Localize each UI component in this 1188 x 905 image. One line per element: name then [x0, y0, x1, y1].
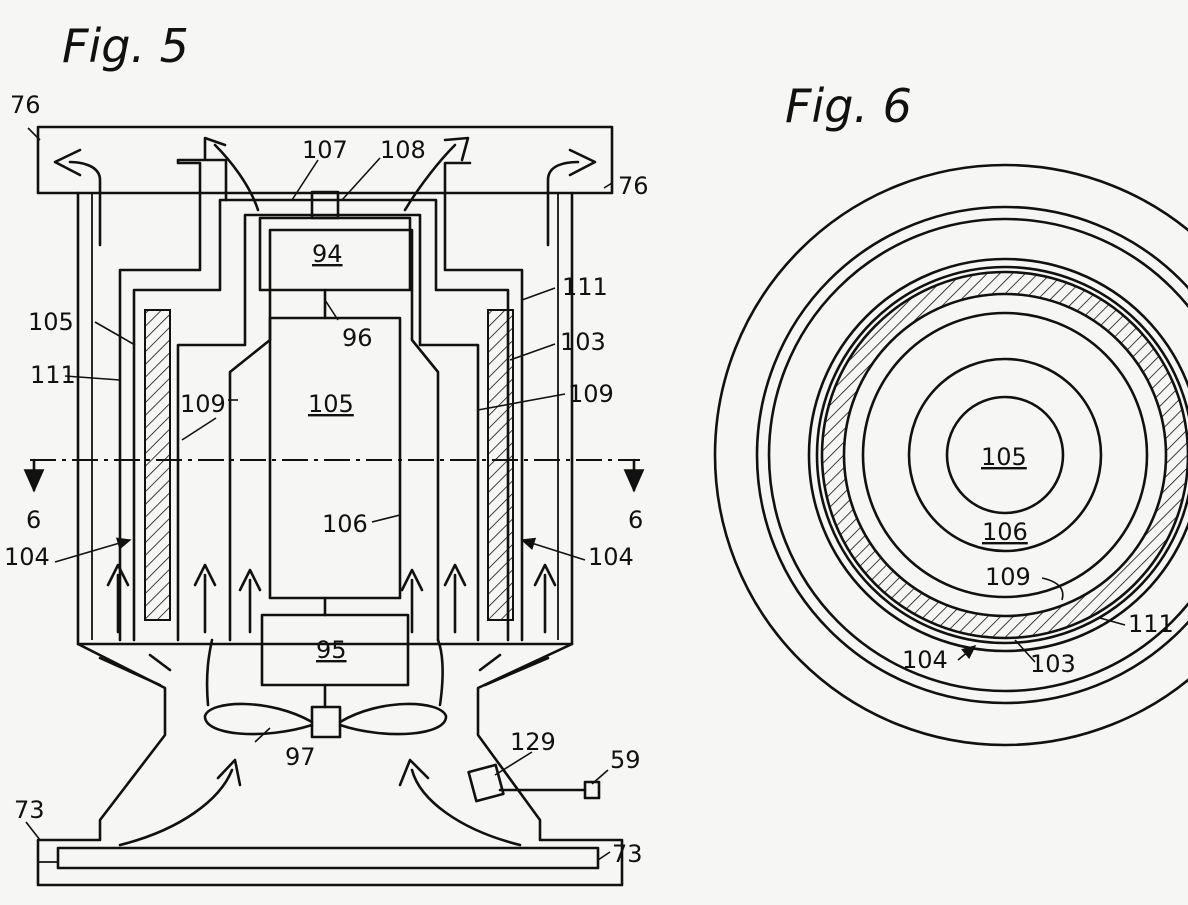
label-104-left: 104 — [4, 543, 50, 571]
label-106: 106 — [322, 510, 368, 538]
fig6-title: Fig. 6 — [785, 79, 912, 133]
heating-element-left — [144, 309, 171, 621]
label-76-left: 76 — [10, 91, 41, 119]
label-108: 108 — [380, 136, 426, 164]
label-105-center: 105 — [308, 390, 354, 418]
outer-cabinet-circle — [713, 163, 1188, 747]
fig6-label-106: 106 — [982, 518, 1028, 546]
heating-ring-inner — [842, 292, 1168, 618]
motor-95 — [260, 613, 410, 687]
wall-circle-1 — [755, 205, 1188, 705]
label-6-left: 6 — [26, 506, 41, 534]
label-103: 103 — [560, 328, 606, 356]
fig6-label-109: 109 — [985, 563, 1031, 591]
bottom-inlet-duct — [56, 846, 600, 870]
channel-109-circle — [861, 311, 1149, 599]
fig6-label-103: 103 — [1030, 650, 1076, 678]
label-96: 96 — [342, 324, 373, 352]
fig6-leaders — [957, 577, 1126, 663]
shroud-103-circle — [815, 265, 1188, 645]
fig6-drawing: Fig. 6 105 106 109 111 104 103 — [713, 79, 1188, 747]
fig6-label-111: 111 — [1128, 610, 1174, 638]
airflow-arrows — [53, 136, 597, 847]
wall-111-circle — [807, 257, 1188, 653]
fig5-title: Fig. 5 — [62, 19, 189, 73]
label-109-right: 109 — [568, 380, 614, 408]
label-129: 129 — [510, 728, 556, 756]
cylinder-105-circle — [945, 395, 1065, 515]
fig5-leaders — [25, 127, 613, 861]
label-73-left: 73 — [14, 796, 45, 824]
plug — [583, 780, 601, 800]
motor-shaft-top — [310, 190, 340, 220]
outer-cabinet — [36, 191, 624, 887]
wall-111-right — [443, 161, 524, 642]
fig5-drawing: Fig. 5 — [4, 19, 649, 887]
label-111-left: 111 — [30, 361, 76, 389]
label-104-right: 104 — [588, 543, 634, 571]
label-97: 97 — [285, 743, 316, 771]
label-105-left: 105 — [28, 308, 74, 336]
label-95: 95 — [316, 636, 347, 664]
thermostat-129 — [467, 763, 505, 803]
fig6-label-105: 105 — [981, 443, 1027, 471]
label-111-right: 111 — [562, 273, 608, 301]
fig6-label-104: 104 — [902, 646, 948, 674]
fan-97 — [203, 702, 448, 739]
intake-louvers — [98, 653, 550, 687]
label-73-right: 73 — [612, 840, 643, 868]
wall-111-left — [118, 158, 228, 642]
channel-109 — [176, 213, 480, 642]
label-94: 94 — [312, 240, 343, 268]
label-59: 59 — [610, 746, 641, 774]
channel-inner — [228, 228, 440, 642]
label-76-right: 76 — [618, 172, 649, 200]
wall-circle-2 — [767, 217, 1188, 693]
label-109-left: 109 — [180, 390, 226, 418]
inner-shroud-103 — [132, 198, 510, 642]
cylinder-106-circle — [907, 357, 1103, 553]
heating-element-right — [487, 309, 514, 621]
heating-ring-outer — [820, 270, 1188, 640]
label-6-right: 6 — [628, 506, 643, 534]
cylinder-105 — [268, 316, 402, 600]
label-107: 107 — [302, 136, 348, 164]
heating-ring — [822, 272, 1188, 638]
